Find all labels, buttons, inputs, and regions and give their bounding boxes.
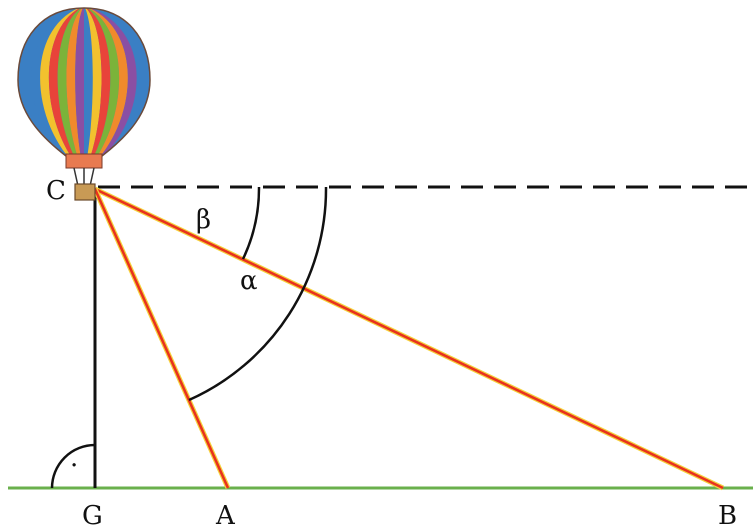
balloon-envelope [18,8,150,156]
angle-arc-beta [241,186,261,260]
balloon-stripe [57,8,82,156]
balloon-stripe [85,8,102,156]
right-angle-arc [50,443,96,489]
label-b: B [718,501,737,531]
balloon-stripe [87,8,120,156]
balloon-basket [74,183,96,201]
sight-line-ca [93,188,230,489]
right-angle-dot: · [70,451,78,481]
balloon-stripe [89,8,137,156]
angle-arc-alpha [188,186,328,402]
label-alpha: α [240,266,258,296]
balloon-stripe [83,8,93,156]
balloon-stripe [48,8,81,156]
label-a: A [215,501,236,531]
balloon-skirt [65,153,103,169]
balloon-stripe [40,8,80,156]
balloon-stripe [31,8,79,156]
balloon-stripe [66,8,83,156]
label-g: G [82,501,103,531]
balloon-illustration [17,7,151,201]
label-beta: β [196,205,211,235]
sight-line-cb [94,187,724,490]
balloon-rope-left [73,167,79,187]
balloon-rope-right [89,167,95,187]
label-c: C [46,176,66,206]
balloon-stripe [88,8,128,156]
balloon-stripe [86,8,111,156]
balloon-stripe [75,8,85,156]
